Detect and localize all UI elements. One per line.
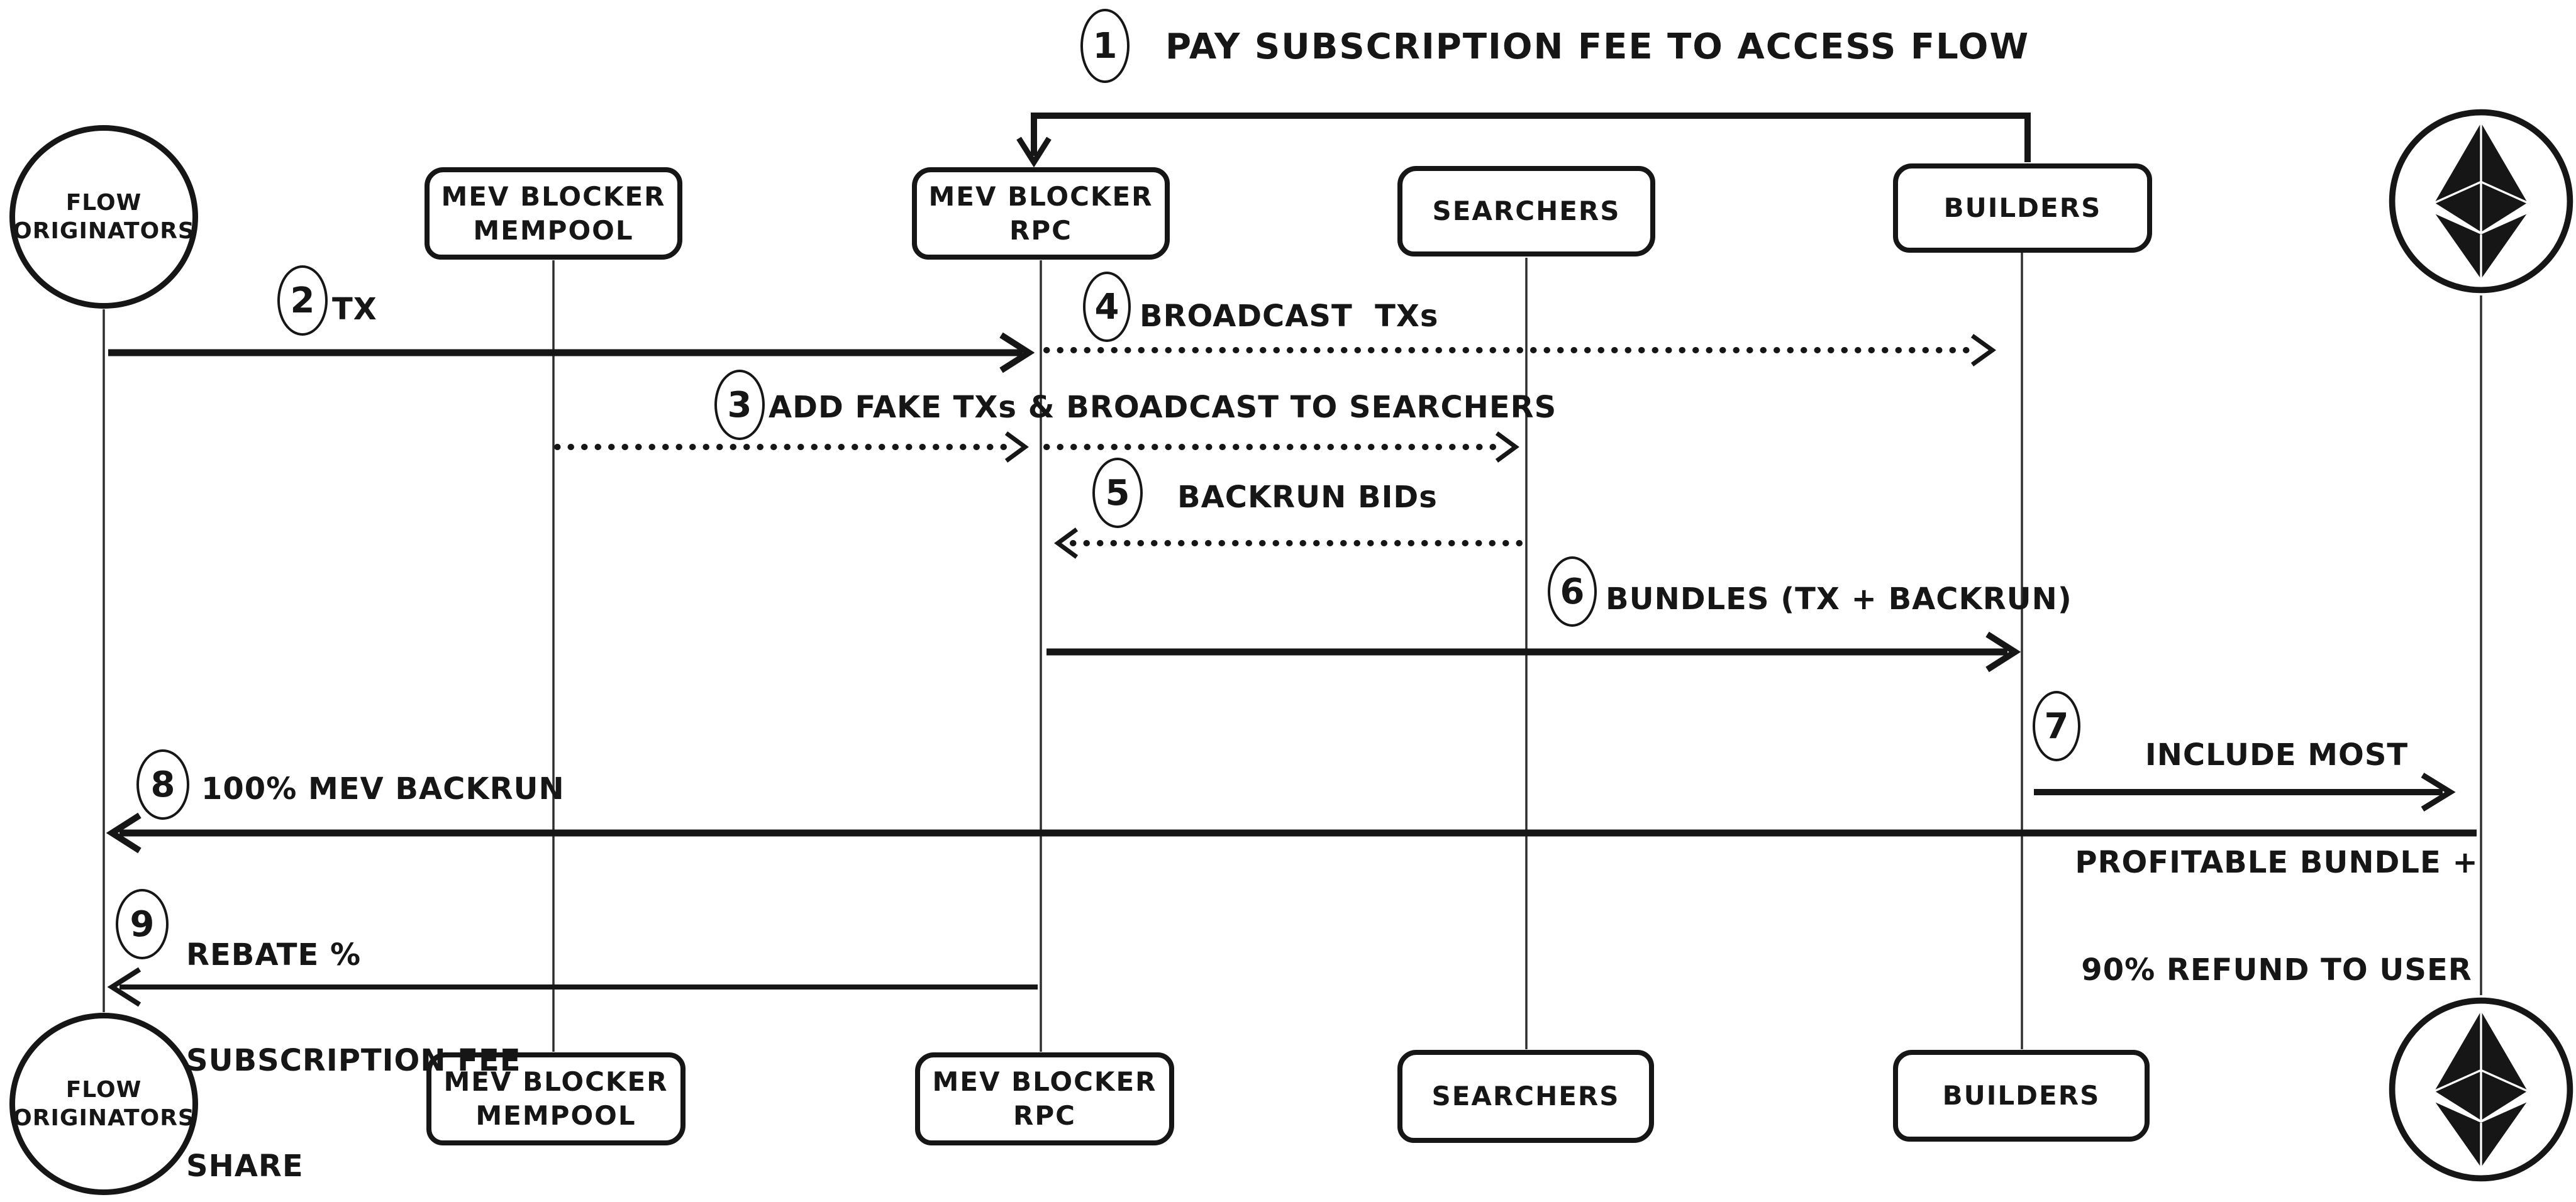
actor-label-line: FLOW [65, 1076, 142, 1103]
actor-label-line: MEV BLOCKER [928, 180, 1153, 212]
actor-label: MEV BLOCKER RPC [928, 180, 1153, 246]
actor-label-line: RPC [1013, 1100, 1076, 1131]
step-number: 3 [727, 384, 752, 426]
actor-label-line: MEV BLOCKER [441, 180, 666, 212]
actor-label-line: MEMPOOL [475, 1100, 636, 1131]
step-number: 6 [1560, 571, 1585, 612]
actor-builders-top: BUILDERS [1893, 163, 2152, 253]
actor-label-line: BUILDERS [1942, 1080, 2101, 1111]
ethereum-logo-icon [2389, 109, 2573, 294]
arrowhead-3a-right [1004, 431, 1029, 463]
lifelines [103, 253, 2482, 1052]
step-number: 7 [2044, 705, 2069, 747]
ethereum-logo-icon [2389, 997, 2573, 1182]
actor-mev-blocker-rpc-bottom: MEV BLOCKER RPC [915, 1052, 1174, 1145]
actor-flow-originators-bottom: FLOW ORIGINATORS [9, 1013, 198, 1195]
message-label-9: REBATE % SUBSCRIPTION FEE SHARE [186, 867, 521, 1202]
step-badge-5: 5 [1092, 458, 1143, 528]
actor-label: BUILDERS [1944, 195, 2102, 221]
arrowhead-8-left [106, 812, 142, 854]
message-arrows [106, 113, 2477, 1007]
actor-label-line: MEV BLOCKER [932, 1066, 1157, 1097]
arrowhead-1-down [1016, 136, 1052, 168]
arrowhead-3b-right [1495, 431, 1519, 463]
message-label-8: 100% MEV BACKRUN [201, 771, 565, 807]
actor-label: FLOW ORIGINATORS [13, 1076, 195, 1131]
actor-searchers-top: SEARCHERS [1397, 166, 1655, 256]
step-badge-3: 3 [714, 370, 765, 440]
actor-label-line: SEARCHERS [1431, 1081, 1620, 1111]
step-number: 4 [1094, 286, 1119, 328]
actor-label-line: SEARCHERS [1432, 196, 1621, 226]
actor-flow-originators-top: FLOW ORIGINATORS [9, 125, 198, 309]
message-label-3: ADD FAKE TXs & BROADCAST TO SEARCHERS [769, 390, 1557, 425]
message-label-line: SHARE [186, 1149, 304, 1184]
step-badge-2: 2 [277, 265, 328, 336]
message-label-4: BROADCAST TXs [1140, 299, 1439, 334]
actor-builders-bottom: BUILDERS [1893, 1050, 2150, 1142]
actor-label: BUILDERS [1943, 1083, 2101, 1109]
actor-mev-blocker-rpc-top: MEV BLOCKER RPC [912, 167, 1170, 260]
actor-label: FLOW ORIGINATORS [13, 189, 195, 244]
message-label-line: INCLUDE MOST [2145, 737, 2409, 773]
step-number: 5 [1105, 472, 1130, 514]
step-number: 8 [150, 764, 175, 805]
arrowhead-2-right [999, 332, 1035, 373]
step-badge-9: 9 [116, 889, 169, 959]
step-number: 1 [1092, 25, 1118, 67]
actor-label: SEARCHERS [1431, 1083, 1619, 1110]
message-label-6: BUNDLES (TX + BACKRUN) [1606, 582, 2072, 617]
actor-label: SEARCHERS [1432, 198, 1620, 224]
actor-label: MEV BLOCKER RPC [933, 1069, 1157, 1129]
step-badge-4: 4 [1083, 272, 1131, 342]
step-badge-7: 7 [2033, 691, 2080, 761]
message-label-1: PAY SUBSCRIPTION FEE TO ACCESS FLOW [1165, 26, 2030, 67]
actor-label-line: ORIGINATORS [13, 1105, 195, 1131]
actor-label: MEV BLOCKER MEMPOOL [444, 1069, 669, 1129]
arrowhead-7-right [2421, 773, 2456, 812]
message-label-7: INCLUDE MOST PROFITABLE BUNDLE + 90% REF… [2063, 666, 2490, 1060]
actor-label-line: MEMPOOL [473, 214, 634, 246]
arrowhead-6-right [1985, 631, 2021, 673]
arrowhead-4-right [1970, 334, 1996, 367]
actor-label-line: FLOW [65, 189, 142, 216]
message-label-line: 90% REFUND TO USER [2081, 952, 2472, 988]
arrowhead-9-left [107, 967, 142, 1007]
arrowhead-5-left [1054, 527, 1079, 559]
step-badge-6: 6 [1548, 556, 1597, 627]
message-label-5: BACKRUN BIDs [1177, 480, 1438, 515]
step-number: 9 [130, 903, 155, 945]
actor-label-line: RPC [1009, 214, 1072, 246]
actor-mev-blocker-mempool-top: MEV BLOCKER MEMPOOL [425, 167, 682, 260]
actor-label-line: BUILDERS [1943, 192, 2102, 223]
actor-label: MEV BLOCKER MEMPOOL [441, 180, 666, 246]
arrow-1-pay-subscription [1031, 113, 2031, 162]
actor-searchers-bottom: SEARCHERS [1397, 1050, 1654, 1143]
message-label-line: REBATE % [186, 937, 362, 973]
step-number: 2 [290, 280, 315, 321]
actor-label-line: MEV BLOCKER [443, 1066, 669, 1097]
actor-label-line: ORIGINATORS [13, 218, 195, 244]
message-label-line: PROFITABLE BUNDLE + [2075, 845, 2479, 880]
actor-mev-blocker-mempool-bottom: MEV BLOCKER MEMPOOL [426, 1052, 686, 1145]
step-badge-1: 1 [1080, 9, 1130, 83]
message-label-2: TX [332, 292, 377, 327]
message-label-line: SUBSCRIPTION FEE [186, 1043, 521, 1078]
step-badge-8: 8 [136, 749, 189, 820]
